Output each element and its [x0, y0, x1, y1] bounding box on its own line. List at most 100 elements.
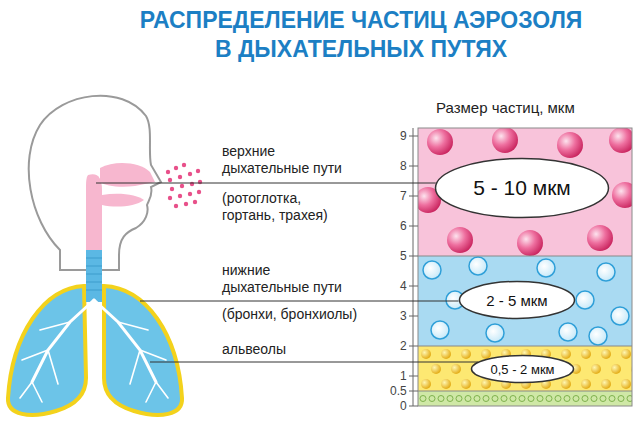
region-detail: (ротоглотка, гортань, трахея) [222, 190, 331, 224]
aerosol-droplet [180, 184, 184, 188]
medium-particle [431, 321, 449, 339]
small-particle [441, 349, 451, 359]
axis-tick [409, 136, 418, 137]
aerosol-droplet [174, 204, 178, 208]
aerosol-droplet [188, 172, 192, 176]
tiny-particle [528, 396, 534, 402]
bronchiole [20, 322, 70, 402]
small-particle [431, 364, 441, 374]
oral-cavity [102, 194, 144, 207]
large-particle [609, 128, 632, 153]
axis-number: 5 [400, 250, 407, 262]
axis-tick [409, 196, 418, 197]
small-particle [421, 349, 431, 359]
medium-particle [537, 259, 555, 277]
small-particle [461, 379, 471, 389]
axis-number: 4 [400, 280, 407, 292]
aerosol-droplet [190, 182, 194, 186]
small-particle [441, 379, 451, 389]
medium-particle [423, 261, 441, 279]
tiny-particle [564, 396, 570, 402]
axis-number: 0.5 [390, 385, 407, 397]
axis-tick [409, 376, 418, 377]
green-band [418, 391, 632, 406]
axis-number: 0 [400, 400, 407, 412]
right-lung [104, 286, 182, 415]
axis-tick [409, 346, 418, 347]
small-particle [621, 379, 631, 389]
tiny-particle [474, 396, 480, 402]
axis-tick [409, 166, 418, 167]
size-range: 2 - 5 мкм [486, 292, 547, 309]
tiny-particle [456, 396, 462, 402]
small-particle [561, 349, 571, 359]
tiny-particle [420, 396, 426, 402]
axis-title: Размер частиц, мкм [436, 99, 575, 117]
tiny-particle [591, 396, 597, 402]
tiny-particle [519, 396, 525, 402]
band-divider [418, 391, 632, 392]
small-particle [461, 349, 471, 359]
small-particle [451, 364, 461, 374]
bronchial-tree [20, 300, 168, 402]
small-particle [581, 349, 591, 359]
aerosol-droplet [174, 166, 178, 170]
medium-particle [589, 327, 607, 345]
band-divider [418, 346, 632, 347]
axis-number: 3 [400, 310, 407, 322]
axis-tick [409, 316, 418, 317]
small-particle [621, 349, 631, 359]
axis-tick [409, 256, 418, 257]
aerosol-droplet [170, 187, 174, 191]
aerosol-droplet [198, 180, 202, 184]
axis-line [413, 128, 414, 406]
pharynx [86, 174, 102, 250]
yellow-band [418, 346, 632, 391]
size-range: 5 - 10 мкм [473, 176, 571, 200]
large-particle [612, 182, 632, 208]
tiny-particle [537, 396, 543, 402]
large-particle [427, 129, 453, 155]
axis-number: 9 [400, 130, 407, 142]
large-particles [418, 128, 632, 256]
ellipse-outline [472, 356, 574, 383]
aerosol-droplet [188, 192, 192, 196]
large-particle [517, 230, 543, 256]
aerosol-droplet [196, 169, 200, 173]
trachea-ring [86, 258, 102, 259]
axis-ticks [409, 136, 418, 406]
aerosol-droplet [168, 196, 172, 200]
tiny-particle [465, 396, 471, 402]
small-particle [481, 349, 491, 359]
axis-number: 6 [400, 220, 407, 232]
aerosol-droplet [182, 163, 186, 167]
small-particle [611, 364, 621, 374]
tiny-particle [492, 396, 498, 402]
axis-number: 1 [400, 370, 407, 382]
region-detail: (бронхи, бронхиолы) [222, 306, 357, 323]
ellipse-outline [436, 159, 609, 218]
tiny-particles [420, 396, 632, 402]
medium-particle [469, 257, 487, 275]
large-particle [492, 128, 518, 153]
band-divider [418, 256, 632, 257]
tiny-particle [438, 396, 444, 402]
region-label: альвеолы [222, 341, 286, 358]
tiny-particle [627, 396, 632, 402]
region-label: верхние дыхательные пути [222, 143, 345, 177]
trachea-ring [86, 290, 102, 291]
axis-number: 2 [400, 340, 407, 352]
tiny-particle [555, 396, 561, 402]
small-particle [581, 379, 591, 389]
aerosol-droplet [193, 200, 197, 204]
tiny-particle [501, 396, 507, 402]
chart-title: РАСПРЕДЕЛЕНИЕ ЧАСТИЦ АЭРОЗОЛЯ В ДЫХАТЕЛЬ… [138, 6, 584, 65]
region-label: нижние дыхательные пути [222, 262, 345, 296]
leader-line [96, 183, 436, 184]
size-ellipse: 5 - 10 мкм [434, 157, 610, 219]
tiny-particle [600, 396, 606, 402]
bronchus [94, 300, 156, 382]
aerosol-droplet [178, 175, 182, 179]
axis-tick [409, 406, 418, 407]
small-particle [561, 379, 571, 389]
